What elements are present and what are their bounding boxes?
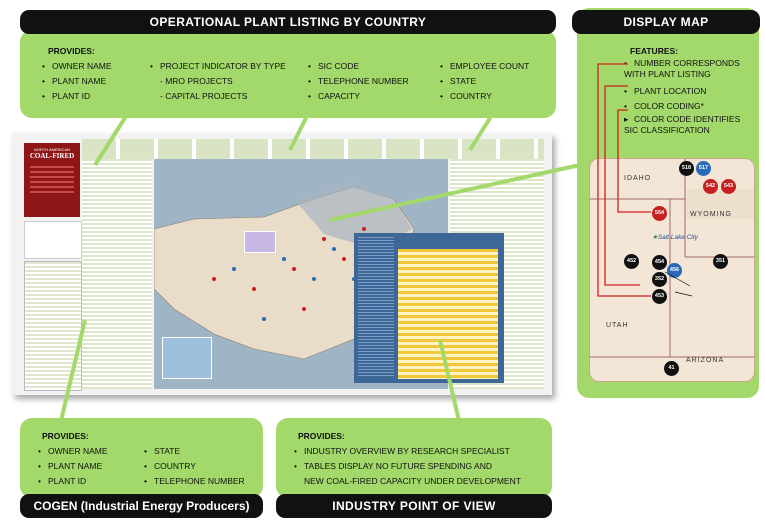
poster-left-white-block bbox=[24, 221, 82, 259]
poster-listing-table-col bbox=[82, 159, 152, 389]
list-item: •TELEPHONE NUMBER bbox=[308, 76, 409, 86]
display-map-title: DISPLAY MAP bbox=[572, 10, 760, 34]
display-map-image: IDAHO WYOMING UTAH ARIZONA ★Salt Lake Ci… bbox=[589, 158, 755, 382]
map-marker[interactable]: 518 bbox=[679, 161, 694, 176]
map-marker[interactable]: 542 bbox=[703, 179, 718, 194]
poster-alaska-inset bbox=[162, 337, 212, 379]
industry-panel bbox=[276, 418, 552, 498]
list-item: •STATE bbox=[144, 446, 181, 456]
poster-industry-block bbox=[354, 233, 504, 383]
map-marker[interactable]: 456 bbox=[667, 263, 682, 278]
plant-listing-panel bbox=[20, 30, 556, 118]
map-marker[interactable]: 351 bbox=[713, 254, 728, 269]
map-marker[interactable]: 554 bbox=[652, 206, 667, 221]
poster-cogen-table bbox=[24, 261, 82, 391]
plant-listing-provides-label: PROVIDES: bbox=[48, 46, 95, 56]
list-item: - MRO PROJECTS bbox=[160, 76, 233, 86]
plant-listing-col1: •OWNER NAME •PLANT NAME •PLANT ID bbox=[42, 59, 112, 104]
poster-industry-text bbox=[358, 237, 394, 377]
list-item: •INDUSTRY OVERVIEW BY RESEARCH SPECIALIS… bbox=[294, 446, 510, 456]
plant-listing-col3: •SIC CODE •TELEPHONE NUMBER •CAPACITY bbox=[308, 59, 409, 104]
list-item: - CAPITAL PROJECTS bbox=[160, 91, 248, 101]
map-marker[interactable]: 517 bbox=[696, 161, 711, 176]
features-label: FEATURES: bbox=[630, 46, 679, 56]
map-marker[interactable]: 352 bbox=[652, 272, 667, 287]
map-marker[interactable]: 543 bbox=[721, 179, 736, 194]
plant-listing-col2: •PROJECT INDICATOR BY TYPE - MRO PROJECT… bbox=[150, 59, 286, 104]
list-item: •PLANT NAME bbox=[42, 76, 107, 86]
cogen-title: COGEN (Industrial Energy Producers) bbox=[20, 494, 263, 518]
cogen-provides-label: PROVIDES: bbox=[42, 431, 89, 441]
state-label-utah: UTAH bbox=[606, 322, 629, 329]
map-marker[interactable]: 453 bbox=[652, 289, 667, 304]
list-item: •PLANT ID bbox=[42, 91, 91, 101]
list-item: •CAPACITY bbox=[308, 91, 360, 101]
plant-listing-title: OPERATIONAL PLANT LISTING BY COUNTRY bbox=[20, 10, 556, 34]
list-item: •OWNER NAME bbox=[42, 61, 112, 71]
list-item: NEW COAL-FIRED CAPACITY UNDER DEVELOPMEN… bbox=[304, 476, 521, 486]
poster-industry-table bbox=[398, 249, 498, 379]
poster-badge-line2: COAL-FIRED bbox=[29, 152, 75, 160]
list-item: •TABLES DISPLAY NO FUTURE SPENDING AND bbox=[294, 461, 492, 471]
poster-listing-tables bbox=[82, 139, 544, 159]
industry-title: INDUSTRY POINT OF VIEW bbox=[276, 494, 552, 518]
list-item: •PLANT ID bbox=[38, 476, 87, 486]
list-item: •TELEPHONE NUMBER bbox=[144, 476, 245, 486]
plant-listing-col4: •EMPLOYEE COUNT •STATE •COUNTRY bbox=[440, 59, 529, 104]
poster-inset-map bbox=[244, 231, 276, 253]
list-item: ▸COLOR CODE IDENTIFIES SIC CLASSIFICATIO… bbox=[624, 114, 741, 135]
list-item: •SIC CODE bbox=[308, 61, 360, 71]
list-item: •NUMBER CORRESPONDS WITH PLANT LISTING bbox=[624, 58, 740, 79]
cogen-col1: •OWNER NAME •PLANT NAME •PLANT ID bbox=[38, 444, 108, 489]
list-item: •PLANT NAME bbox=[38, 461, 103, 471]
list-item: •COUNTRY bbox=[440, 91, 492, 101]
cogen-panel bbox=[20, 418, 263, 498]
state-label-idaho: IDAHO bbox=[624, 175, 652, 182]
features-list: •NUMBER CORRESPONDS WITH PLANT LISTING •… bbox=[624, 58, 754, 136]
list-item: •COUNTRY bbox=[144, 461, 196, 471]
state-label-arizona: ARIZONA bbox=[686, 357, 725, 364]
industry-list: •INDUSTRY OVERVIEW BY RESEARCH SPECIALIS… bbox=[294, 444, 521, 489]
map-marker[interactable]: 41 bbox=[664, 361, 679, 376]
state-label-wyoming: WYOMING bbox=[690, 211, 732, 218]
list-item: •STATE bbox=[440, 76, 477, 86]
map-marker[interactable]: 452 bbox=[624, 254, 639, 269]
cogen-col2: •STATE •COUNTRY •TELEPHONE NUMBER bbox=[144, 444, 245, 489]
poster-badge-line1: NORTH AMERICAN bbox=[33, 147, 71, 152]
map-marker[interactable]: 454 bbox=[652, 255, 667, 270]
list-item: •OWNER NAME bbox=[38, 446, 108, 456]
list-item: •PROJECT INDICATOR BY TYPE bbox=[150, 61, 286, 71]
city-label: ★Salt Lake City bbox=[652, 234, 698, 241]
display-map-borders bbox=[590, 159, 754, 358]
industry-provides-label: PROVIDES: bbox=[298, 431, 345, 441]
city-star-icon: ★ bbox=[652, 234, 658, 241]
poster-badge-text-block bbox=[30, 166, 74, 196]
list-item: •COLOR CODING* bbox=[624, 101, 704, 111]
poster-image: NORTH AMERICAN COAL-FIRED bbox=[12, 133, 552, 395]
poster-badge: NORTH AMERICAN COAL-FIRED bbox=[24, 143, 80, 217]
list-item: •EMPLOYEE COUNT bbox=[440, 61, 530, 71]
list-item: •PLANT LOCATION bbox=[624, 86, 707, 96]
